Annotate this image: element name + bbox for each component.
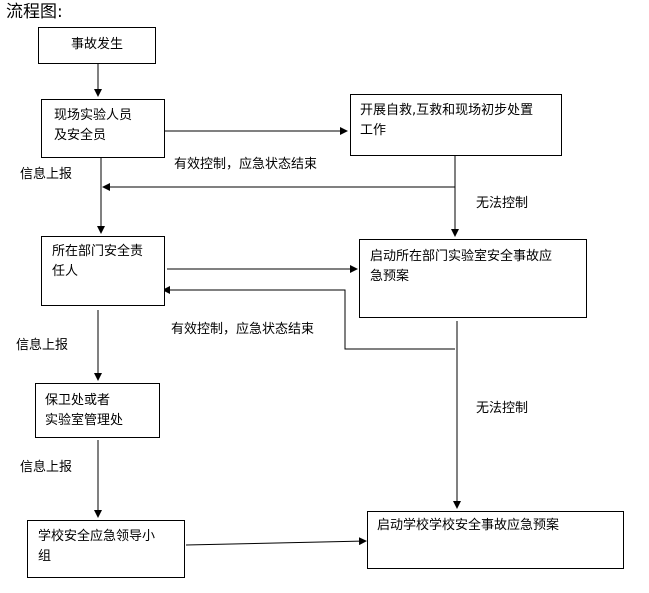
node-lab-staff: 现场实验人员 及安全员 [41,99,165,158]
node-security-office-label: 保卫处或者 实验室管理处 [45,393,124,428]
diagram-title: 流程图: [6,2,63,22]
node-accident: 事故发生 [38,27,156,64]
edge-label-report-3: 信息上报 [20,460,73,475]
node-school-group: 学校安全应急领导小 组 [27,520,185,578]
node-self-rescue-label: 开展自救,互救和现场初步处置 工作 [360,103,534,138]
node-dept-head-label: 所在部门安全责 任人 [52,244,144,279]
node-school-plan-label: 启动学校学校安全事故应急预案 [377,518,560,533]
node-dept-head: 所在部门安全责 任人 [41,236,165,306]
node-self-rescue: 开展自救,互救和现场初步处置 工作 [350,94,562,156]
edge-label-controlled-1: 有效控制，应急状态结束 [174,157,318,172]
node-dept-plan-label: 启动所在部门实验室安全事故应 急预案 [370,249,553,284]
edge-dept-plan-controlled-back [162,286,455,350]
edge-label-report-1: 信息上报 [20,167,73,182]
node-school-group-label: 学校安全应急领导小 组 [38,529,156,564]
node-school-plan: 启动学校学校安全事故应急预案 [367,511,624,569]
node-security-office: 保卫处或者 实验室管理处 [35,383,160,438]
node-accident-label: 事故发生 [70,37,123,52]
edge-label-uncontrolled-1: 无法控制 [476,196,529,211]
edge-label-controlled-2: 有效控制，应急状态结束 [171,322,315,337]
edge-label-uncontrolled-2: 无法控制 [476,401,529,416]
edge-school-group-to-school-plan [185,537,367,546]
node-lab-staff-label: 现场实验人员 及安全员 [54,108,133,143]
edge-label-report-2: 信息上报 [16,338,69,353]
node-dept-plan: 启动所在部门实验室安全事故应 急预案 [359,239,587,318]
